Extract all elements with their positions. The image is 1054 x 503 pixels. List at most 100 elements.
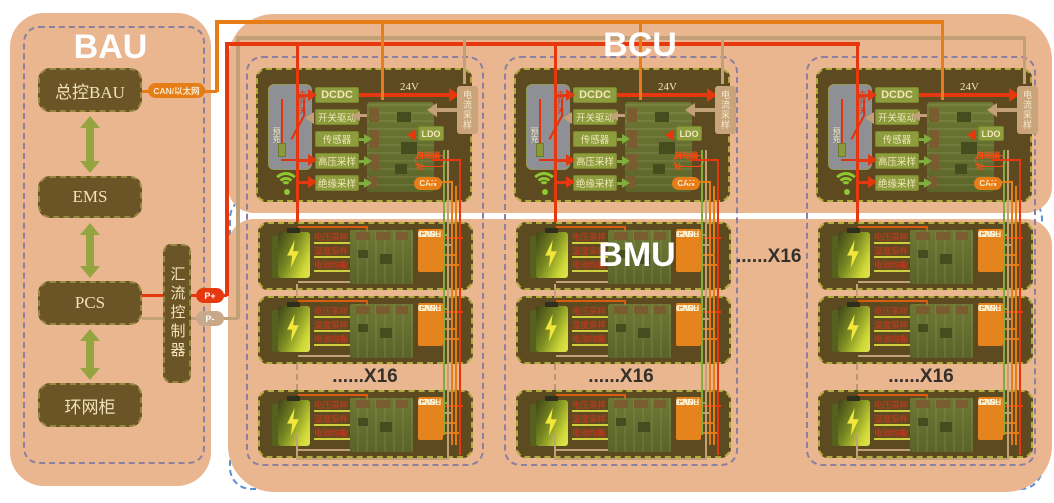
ldo-label: LDO xyxy=(418,126,444,141)
bmu-pin-box: 12V+ GND CANH CANL xyxy=(978,229,1003,272)
bmu-pin-box: 12V+ GND CANH CANL xyxy=(676,229,701,272)
bmu-unit: 电压采样 温度采样 电池均衡 12V+ GND CANH CANL xyxy=(258,390,473,458)
ldo-label: LDO xyxy=(978,126,1004,141)
bmu-pin-box: 12V+ GND CANH CANL xyxy=(676,397,701,440)
switch-wire xyxy=(539,99,541,143)
bmu-pin-box: 12V+ GND CANH CANL xyxy=(418,229,443,272)
dcdc-label: DCDC xyxy=(875,87,919,103)
gnd-drop-wire xyxy=(1023,37,1026,84)
double-arrow-icon xyxy=(80,116,100,173)
voltage-sampling-label: 电压采样 xyxy=(314,231,352,244)
24v-wire xyxy=(919,93,1011,97)
lightning-bolt-icon xyxy=(545,240,557,268)
node-ems: EMS xyxy=(38,176,142,218)
can-drop-wire xyxy=(381,22,384,100)
switch-wire xyxy=(841,99,843,143)
cell-balancing-label: 电池均衡 xyxy=(314,333,352,346)
ldo-label: LDO xyxy=(676,126,702,141)
bcu-title: BCU xyxy=(603,26,677,64)
can-badge: CAN xyxy=(672,177,700,190)
lightning-bolt-icon xyxy=(847,240,859,268)
gnd-drop-wire xyxy=(721,37,724,84)
battery-cluster-column: 主开关 预充 DCDC 开关驱动 传感器 高压采样 绝缘采样 xyxy=(244,14,486,492)
hv-sampling-label: 高压采样 xyxy=(315,153,359,169)
canh-chain-wire xyxy=(709,181,711,445)
cell-balancing-label: 电池均衡 xyxy=(314,427,352,440)
temperature-sampling-label: 温度采样 xyxy=(874,413,912,426)
precharge-resistor-icon xyxy=(536,143,544,157)
voltage-sampling-label: 电压采样 xyxy=(874,231,912,244)
24v-label: 24V xyxy=(960,81,979,93)
voltage-sampling-label: 电压采样 xyxy=(572,305,610,318)
main-switch-box: 主开关 预充 xyxy=(268,84,312,170)
auto-address-chain-wire xyxy=(1019,159,1021,455)
cell-balancing-label: 电池均衡 xyxy=(572,333,610,346)
double-arrow-icon xyxy=(80,329,100,380)
battery-chain-dashed-wire xyxy=(856,364,858,390)
canh-chain-wire xyxy=(451,181,453,445)
cell-balancing-label: 电池均衡 xyxy=(874,427,912,440)
x16-label: ......X16 xyxy=(888,366,954,387)
bmu-unit: 电压采样 温度采样 电池均衡 12V+ GND CANH CANL xyxy=(258,296,473,364)
canl-chain-wire xyxy=(1015,186,1017,445)
precharge-label: 预充 xyxy=(530,127,539,143)
can-badge: CAN xyxy=(974,177,1002,190)
24v-wire xyxy=(359,93,451,97)
temperature-sampling-label: 温度采样 xyxy=(874,245,912,258)
bus-controller-box: 汇流控制器 xyxy=(163,244,191,383)
auto-address-chain-wire xyxy=(717,159,719,455)
gnd-chain-wire xyxy=(1007,150,1009,460)
can-drop-wire xyxy=(639,22,642,100)
x16-label: ......X16 xyxy=(736,246,802,267)
voltage-sampling-label: 电压采样 xyxy=(572,399,610,412)
temperature-sampling-label: 温度采样 xyxy=(572,245,610,258)
bmu-pcb-image xyxy=(608,230,671,284)
voltage-sampling-label: 电压采样 xyxy=(314,399,352,412)
auto-addressing-badge: 自动编址 xyxy=(415,151,446,171)
insulation-sampling-label: 绝缘采样 xyxy=(315,175,359,191)
column-dashed-border xyxy=(504,56,738,466)
can-badge: CAN xyxy=(414,177,442,190)
p-plus-badge: P+ xyxy=(196,288,224,303)
bmu-unit: 电压采样 温度采样 电池均衡 12V+ GND CANH CANL xyxy=(516,296,731,364)
precharge-label: 预充 xyxy=(832,127,841,143)
bmu-pcb-image xyxy=(350,230,413,284)
bmu-pin-box: 12V+ GND CANH CANL xyxy=(978,303,1003,346)
bmu-unit: 电压采样 温度采样 电池均衡 12V+ GND CANH CANL xyxy=(818,222,1033,290)
bcu-pcb-image xyxy=(927,102,994,192)
temperature-sampling-label: 温度采样 xyxy=(572,319,610,332)
lightning-bolt-icon xyxy=(287,240,299,268)
cell-balancing-label: 电池均衡 xyxy=(874,333,912,346)
bcu-board: 主开关 预充 DCDC 开关驱动 传感器 高压采样 绝缘采样 xyxy=(514,68,736,202)
bcu-board: 主开关 预充 DCDC 开关驱动 传感器 高压采样 绝缘采样 xyxy=(256,68,478,202)
lightning-bolt-icon xyxy=(545,408,557,436)
bmu-pcb-image xyxy=(910,304,973,358)
gnd-chain-wire xyxy=(705,150,707,460)
voltage-sampling-label: 电压采样 xyxy=(572,231,610,244)
auto-addressing-badge: 自动编址 xyxy=(673,151,704,171)
bmu-unit: 电压采样 温度采样 电池均衡 12V+ GND CANH CANL xyxy=(516,222,731,290)
temperature-sampling-label: 温度采样 xyxy=(314,413,352,426)
dcdc-label: DCDC xyxy=(315,87,359,103)
bmu-pcb-image xyxy=(350,398,413,452)
gnd-drop-wire xyxy=(463,37,466,84)
main-switch-box: 主开关 预充 xyxy=(526,84,570,170)
insulation-sampling-label: 绝缘采样 xyxy=(875,175,919,191)
bcu-board: 主开关 预充 DCDC 开关驱动 传感器 高压采样 绝缘采样 xyxy=(816,68,1038,202)
lightning-bolt-icon xyxy=(545,314,557,342)
bmu-pcb-image xyxy=(350,304,413,358)
sensor-label: 传感器 xyxy=(875,131,919,147)
cell-balancing-label: 电池均衡 xyxy=(874,259,912,272)
auto-address-chain-wire xyxy=(459,159,461,455)
p-minus-badge: P- xyxy=(196,311,224,326)
p-minus-bus-wire xyxy=(236,36,1025,40)
bau-dashed-border xyxy=(23,26,205,464)
canh-chain-wire xyxy=(1011,181,1013,445)
x16-label: ......X16 xyxy=(332,366,398,387)
cell-balancing-label: 电池均衡 xyxy=(572,259,610,272)
canl-chain-wire xyxy=(455,186,457,445)
precharge-resistor-icon xyxy=(278,143,286,157)
main-switch-label: 主开关 xyxy=(556,90,565,114)
current-sampling-box: 电流采样 xyxy=(457,86,478,134)
